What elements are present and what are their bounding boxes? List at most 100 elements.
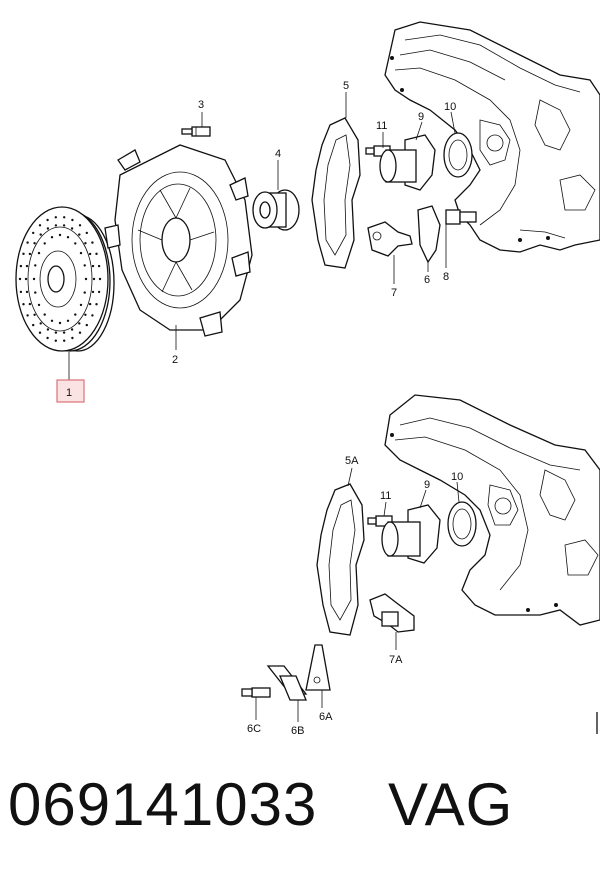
disc-lining-dot bbox=[43, 242, 46, 245]
disc-lining-dot bbox=[25, 264, 29, 268]
callout-1: 1 bbox=[66, 387, 72, 399]
release-fork-part-7A bbox=[369, 593, 415, 633]
callout-9-bottom: 9 bbox=[424, 479, 430, 491]
disc-lining-dot bbox=[19, 264, 23, 268]
disc-lining-dot bbox=[78, 322, 81, 325]
disc-lining-dot bbox=[98, 277, 102, 281]
disc-lining-dot bbox=[95, 303, 98, 306]
disc-lining-dot bbox=[70, 328, 74, 331]
callout-10-bottom: 10 bbox=[451, 471, 463, 483]
disc-lining-dot bbox=[34, 291, 37, 294]
disc-lining-dot bbox=[91, 314, 94, 317]
guide-sleeve-part-9-bottom bbox=[381, 504, 441, 564]
disc-lining-dot bbox=[32, 231, 35, 235]
disc-lining-dot bbox=[97, 264, 101, 268]
callout-4: 4 bbox=[275, 148, 281, 160]
disc-lining-dot bbox=[33, 242, 36, 245]
disc-lining-dot bbox=[62, 331, 66, 334]
callout-7: 7 bbox=[391, 287, 397, 299]
disc-lining-dot bbox=[79, 251, 83, 255]
gearbox-housing-bottom bbox=[384, 394, 600, 626]
gearbox-housing-top bbox=[384, 21, 600, 253]
disc-lining-dot bbox=[37, 251, 41, 255]
seal-ring-part-10 bbox=[443, 132, 473, 178]
disc-lining-dot bbox=[71, 336, 74, 340]
gasket-plate-part-5A bbox=[316, 483, 365, 636]
bracket-part-6A bbox=[305, 644, 331, 691]
disc-lining-dot bbox=[85, 323, 89, 327]
disc-lining-dot bbox=[84, 277, 88, 281]
disc-lining-dot bbox=[32, 323, 35, 327]
bolt-part-6C bbox=[241, 687, 271, 698]
disc-lining-dot bbox=[19, 290, 23, 294]
disc-lining-dot bbox=[28, 252, 32, 256]
callout-2: 2 bbox=[172, 354, 178, 366]
pressure-plate-part-2 bbox=[104, 144, 253, 337]
callout-5A: 5A bbox=[345, 455, 359, 467]
disc-lining-dot bbox=[88, 302, 92, 306]
disc-lining-dot bbox=[78, 224, 82, 227]
disc-lining-dot bbox=[66, 236, 70, 239]
disc-lining-dot bbox=[50, 319, 54, 322]
disc-lining-dot bbox=[38, 331, 42, 334]
disc-lining-dot bbox=[84, 242, 87, 245]
bolt-part-3 bbox=[181, 126, 211, 137]
disc-lining-dot bbox=[79, 303, 83, 307]
brand-label: VAG bbox=[388, 771, 514, 838]
disc-lining-dot bbox=[74, 242, 77, 245]
disc-lining-dot bbox=[50, 236, 54, 239]
gasket-plate-part-5 bbox=[311, 117, 361, 269]
callout-10: 10 bbox=[444, 101, 456, 113]
disc-lining-dot bbox=[62, 216, 66, 219]
disc-lining-dot bbox=[97, 290, 101, 294]
release-lever-part-6 bbox=[417, 205, 441, 264]
shim-plate-part-6B bbox=[266, 665, 308, 701]
stud-part-8 bbox=[445, 209, 477, 225]
disc-lining-dot bbox=[91, 264, 95, 268]
disc-lining-dot bbox=[58, 233, 62, 237]
disc-lining-dot bbox=[28, 302, 32, 306]
disc-lining-dot bbox=[39, 322, 42, 325]
disc-lining-dot bbox=[33, 313, 36, 316]
disc-lining-dot bbox=[43, 313, 46, 316]
seal-ring-part-10-bottom bbox=[447, 501, 477, 547]
disc-lining-dot bbox=[26, 241, 29, 244]
disc-lining-dot bbox=[83, 264, 86, 267]
disc-lining-dot bbox=[34, 264, 37, 267]
disc-lining-dot bbox=[85, 231, 89, 235]
disc-lining-dot bbox=[71, 218, 74, 222]
disc-lining-dot bbox=[70, 227, 74, 230]
release-fork-part-7 bbox=[367, 221, 413, 257]
disc-lining-dot bbox=[92, 277, 96, 281]
callout-8: 8 bbox=[443, 271, 449, 283]
callout-11: 11 bbox=[376, 120, 387, 132]
callout-6: 6 bbox=[424, 274, 430, 286]
disc-lining-dot bbox=[88, 252, 92, 256]
release-bearing-part-4 bbox=[252, 189, 300, 231]
guide-sleeve-part-9 bbox=[379, 134, 436, 191]
callout-6B: 6B bbox=[291, 725, 304, 737]
callout-6C: 6C bbox=[247, 723, 261, 735]
disc-lining-dot bbox=[95, 252, 98, 255]
disc-lining-dot bbox=[91, 241, 94, 244]
disc-lining-dot bbox=[18, 277, 22, 281]
callout-11-bottom: 11 bbox=[380, 490, 391, 502]
leader-lines-top bbox=[68, 92, 456, 380]
disc-lining-dot bbox=[74, 313, 77, 316]
disc-lining-dot bbox=[39, 233, 42, 236]
disc-lining-dot bbox=[78, 331, 82, 334]
disc-lining-dot bbox=[91, 290, 95, 294]
disc-lining-dot bbox=[46, 218, 49, 222]
part-1-highlight bbox=[56, 379, 85, 403]
disc-lining-dot bbox=[32, 277, 36, 281]
disc-lining-dot bbox=[26, 314, 29, 317]
disc-lining-dot bbox=[24, 277, 28, 281]
disc-lining-dot bbox=[22, 252, 25, 255]
callout-3: 3 bbox=[198, 99, 204, 111]
callout-6A: 6A bbox=[319, 711, 333, 723]
disc-lining-dot bbox=[54, 224, 58, 227]
disc-lining-dot bbox=[62, 224, 66, 227]
disc-lining-dot bbox=[37, 303, 41, 307]
part-number-label: 069141033 bbox=[8, 771, 318, 838]
